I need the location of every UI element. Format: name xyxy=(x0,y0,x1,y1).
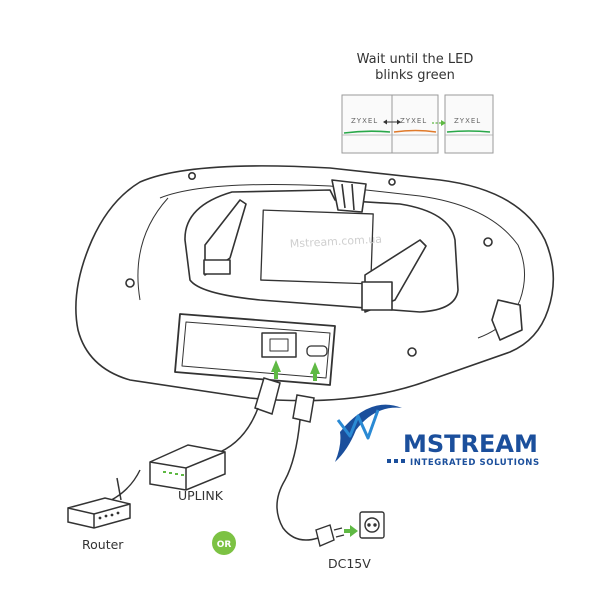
or-label: OR xyxy=(217,540,232,550)
router-icon xyxy=(67,477,131,529)
led-frame-3 xyxy=(444,94,494,154)
ethernet-port-icon xyxy=(261,332,297,358)
mstream-logo: MSTREAM INTEGRATED SOLUTIONS xyxy=(335,404,540,468)
uplink-label: UPLINK xyxy=(178,488,224,503)
led-bar-blinking-green xyxy=(446,130,491,133)
mstream-tagline: INTEGRATED SOLUTIONS xyxy=(410,458,540,468)
network-switch-icon xyxy=(149,444,226,491)
led-frame-label-3: ZYXEL xyxy=(454,117,481,125)
plug-arrow-icon xyxy=(344,525,358,537)
led-caption: Wait until the LED blinks green xyxy=(320,52,510,84)
power-plug-icon xyxy=(315,524,345,547)
led-bar-orange xyxy=(393,129,437,133)
power-cable xyxy=(276,394,319,541)
led-bar-green xyxy=(343,130,391,134)
led-frame-label-2: ZYXEL xyxy=(400,117,427,125)
plug-in-arrows xyxy=(271,360,320,381)
watermark-text: Mstream.com.ua xyxy=(290,233,383,251)
double-arrow-icon xyxy=(383,119,401,125)
transition-arrow-icon xyxy=(432,120,446,126)
led-frame-label-1: ZYXEL xyxy=(351,117,378,125)
router-label: Router xyxy=(82,537,124,552)
wall-outlet-icon xyxy=(359,511,385,539)
led-caption-line-1: Wait until the LED xyxy=(356,52,474,67)
power-socket-icon xyxy=(306,345,328,357)
led-frame-2 xyxy=(391,94,439,154)
ethernet-cable xyxy=(219,377,281,453)
mstream-brand-name: MSTREAM xyxy=(403,430,538,458)
led-caption-line-2: blinks green xyxy=(375,68,455,83)
led-status-panel: ZYXEL ZYXEL ZYXEL xyxy=(341,94,494,154)
access-point-device xyxy=(75,165,555,402)
mstream-watermark: Mstream.com.ua xyxy=(290,233,383,251)
or-badge: OR xyxy=(212,531,236,555)
led-frame-1 xyxy=(341,94,393,154)
power-label: DC15V xyxy=(328,556,371,571)
